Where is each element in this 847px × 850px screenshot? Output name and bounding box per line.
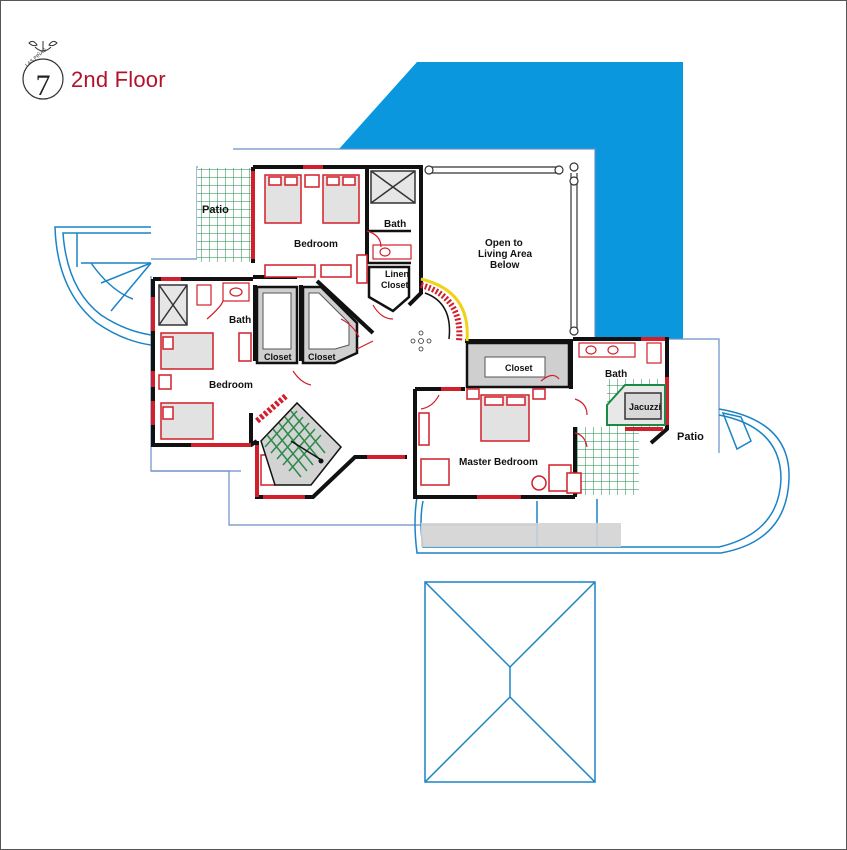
label-master-bedroom: Master Bedroom [459, 457, 538, 468]
label-closet-left-1: Closet [264, 352, 292, 362]
terrace-shade [421, 523, 621, 547]
label-bath-top: Bath [384, 219, 406, 230]
ceiling-light-icon [410, 330, 432, 352]
las-pinas-logo: 7 LAS PIÑAS [22, 40, 64, 102]
railing [424, 162, 579, 336]
bath-fixtures [196, 244, 662, 364]
label-linen-2: Closet [381, 280, 409, 290]
leaf-icon [28, 40, 38, 47]
label-jacuzzi: Jacuzzi [629, 402, 661, 412]
closets [255, 265, 571, 389]
window-accents [151, 165, 669, 499]
label-closet-master: Closet [505, 363, 533, 373]
logo-number: 7 [36, 69, 51, 102]
jacuzzi [606, 384, 666, 426]
label-closet-left-2: Closet [308, 352, 336, 362]
label-open-2: Living Area [478, 249, 533, 260]
label-linen-1: Linen [385, 269, 409, 279]
label-bath-left: Bath [229, 315, 251, 326]
hall-arc [420, 277, 469, 342]
left-balcony [54, 226, 152, 346]
door-swings [206, 230, 588, 448]
furniture [158, 174, 582, 494]
label-bedroom-top: Bedroom [294, 239, 338, 250]
pool [339, 62, 683, 339]
leaf-icon [48, 40, 58, 47]
label-open-1: Open to [485, 238, 523, 249]
patio-left-tiles [197, 168, 253, 262]
page-title: 2nd Floor [71, 67, 166, 92]
staircase [255, 392, 343, 486]
label-patio-right: Patio [677, 431, 704, 443]
label-patio-left: Patio [202, 204, 229, 216]
label-bath-master: Bath [605, 369, 627, 380]
roof-plan [424, 581, 596, 783]
label-bedroom-left: Bedroom [209, 380, 253, 391]
label-open-3: Below [490, 260, 520, 271]
showers [158, 170, 416, 326]
